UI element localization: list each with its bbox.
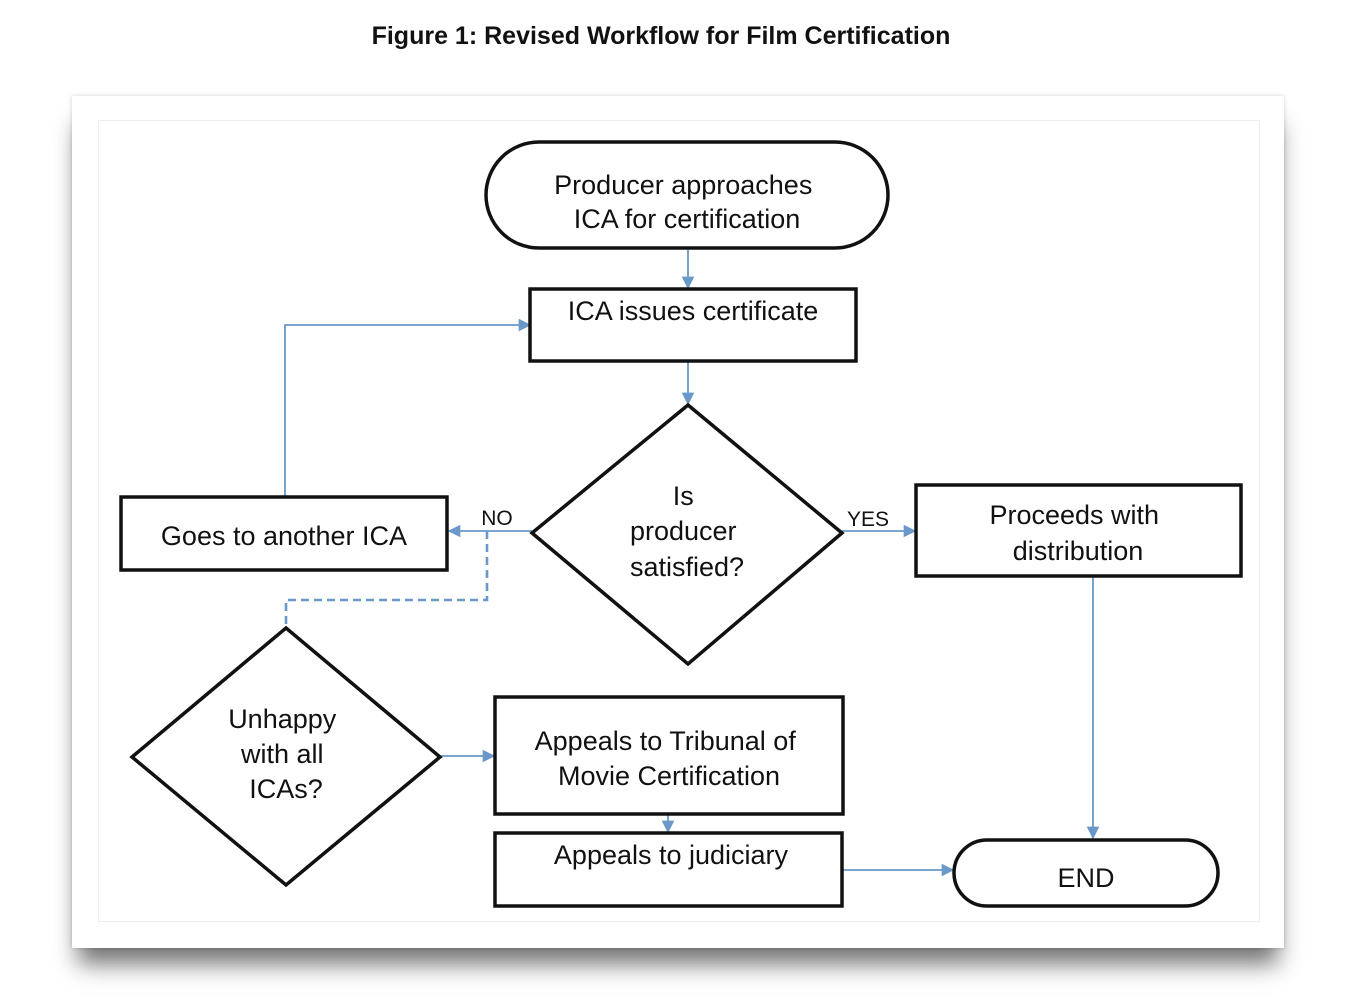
- figure-title: Figure 1: Revised Workflow for Film Cert…: [371, 22, 951, 50]
- node-proceeds: Proceeds with distribution: [914, 483, 1243, 578]
- node-judiciary-text: Appeals to judiciary: [554, 840, 789, 870]
- edge-label-yes: YES: [847, 508, 889, 531]
- connectors: [284, 250, 1100, 877]
- node-another: Goes to another ICA: [119, 495, 449, 572]
- node-satisfied-text: Is producer satisfied?: [630, 481, 744, 582]
- node-end-text: END: [1057, 863, 1114, 893]
- edge-no-dashed-to-unhappy: [284, 531, 489, 626]
- node-issue: ICA issues certificate: [528, 287, 858, 363]
- node-unhappy: Unhappy with all ICAs?: [129, 625, 443, 888]
- node-judiciary: Appeals to judiciary: [493, 831, 844, 908]
- node-issue-text: ICA issues certificate: [568, 296, 819, 326]
- node-another-text: Goes to another ICA: [161, 521, 407, 551]
- node-end: END: [952, 838, 1220, 908]
- edge-label-no: NO: [481, 507, 513, 530]
- node-tribunal-text: Appeals to Tribunal of Movie Certificati…: [535, 726, 804, 791]
- node-satisfied: Is producer satisfied?: [529, 402, 845, 667]
- node-proceeds-text: Proceeds with distribution: [989, 500, 1166, 566]
- edge-another-back-to-issue: [284, 318, 532, 496]
- node-unhappy-text: Unhappy with all ICAs?: [228, 704, 344, 804]
- diagram-frame: [98, 120, 1260, 922]
- node-start: Producer approaches ICA for certificatio…: [484, 140, 890, 250]
- node-tribunal: Appeals to Tribunal of Movie Certificati…: [493, 695, 845, 816]
- node-start-text: Producer approaches ICA for certificatio…: [554, 170, 820, 234]
